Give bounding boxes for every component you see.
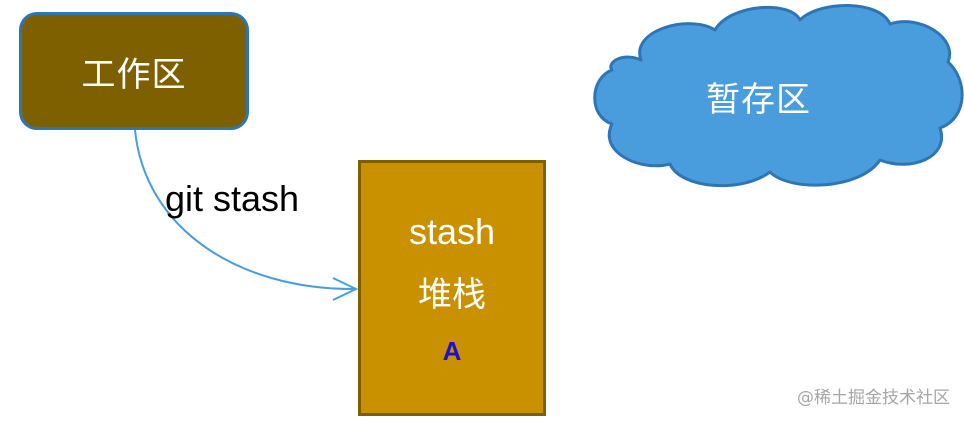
staging-area-cloud (593, 4, 964, 188)
stash-title: stash (408, 211, 496, 252)
git-stash-command-label: git stash (165, 178, 300, 219)
watermark: @稀土掘金技术社区 (797, 388, 950, 408)
stash-item-a: A (442, 336, 462, 366)
stash-stack-box: stash 堆栈 A (358, 160, 546, 416)
cloud-shape-icon (593, 4, 964, 188)
arrow-head-icon (332, 277, 359, 301)
workspace-label: 工作区 (81, 54, 187, 95)
workspace-box: 工作区 (19, 12, 249, 130)
staging-area-label: 暂存区 (706, 80, 811, 120)
stash-subtitle: 堆栈 (418, 275, 486, 315)
